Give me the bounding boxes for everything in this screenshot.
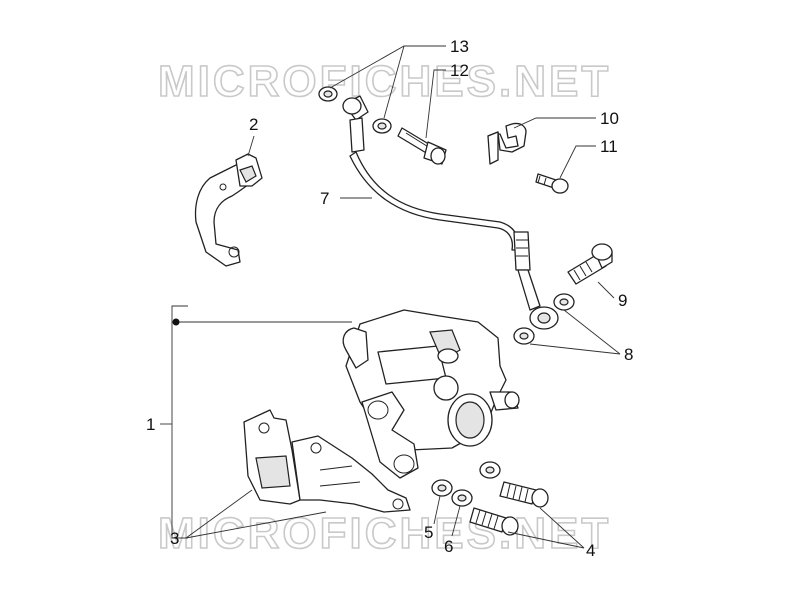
part-brake-caliper	[342, 309, 520, 479]
callout-8: 8	[624, 345, 633, 364]
part-sensor-bracket	[194, 153, 263, 267]
part-banjo-washer-left	[513, 327, 535, 345]
part-caliper-bolt-lower	[469, 507, 519, 536]
watermark-top: MICROFICHES.NET	[158, 57, 611, 106]
callout-13: 13	[450, 37, 469, 56]
callout-10: 10	[600, 109, 619, 128]
part-bleed-screw	[567, 243, 613, 285]
part-caliper-bolt-upper	[499, 481, 549, 508]
callout-4: 4	[586, 541, 595, 560]
part-banjo-washer-right	[553, 293, 575, 311]
callout-5: 5	[424, 523, 433, 542]
part-caliper-spacer	[451, 461, 501, 507]
callout-3: 3	[170, 529, 179, 548]
part-banjo-washer-upper	[318, 86, 338, 102]
callout-7: 7	[320, 189, 329, 208]
callout-2: 2	[249, 115, 258, 134]
callout-6: 6	[444, 537, 453, 556]
part-brake-pads	[243, 409, 411, 513]
watermark-bottom: MICROFICHES.NET	[158, 509, 611, 558]
part-brake-hose	[342, 95, 559, 330]
callout-11: 11	[600, 137, 618, 156]
part-clamp-screw	[535, 173, 569, 194]
part-banjo-washer-lower	[372, 118, 392, 134]
part-hose-clamp	[487, 122, 527, 165]
callout-12: 12	[450, 61, 469, 80]
callout-9: 9	[618, 291, 627, 310]
part-banjo-bolt	[397, 127, 447, 165]
callout-1: 1	[146, 415, 155, 434]
part-caliper-washer	[431, 479, 453, 497]
callout-leaders	[160, 45, 621, 549]
